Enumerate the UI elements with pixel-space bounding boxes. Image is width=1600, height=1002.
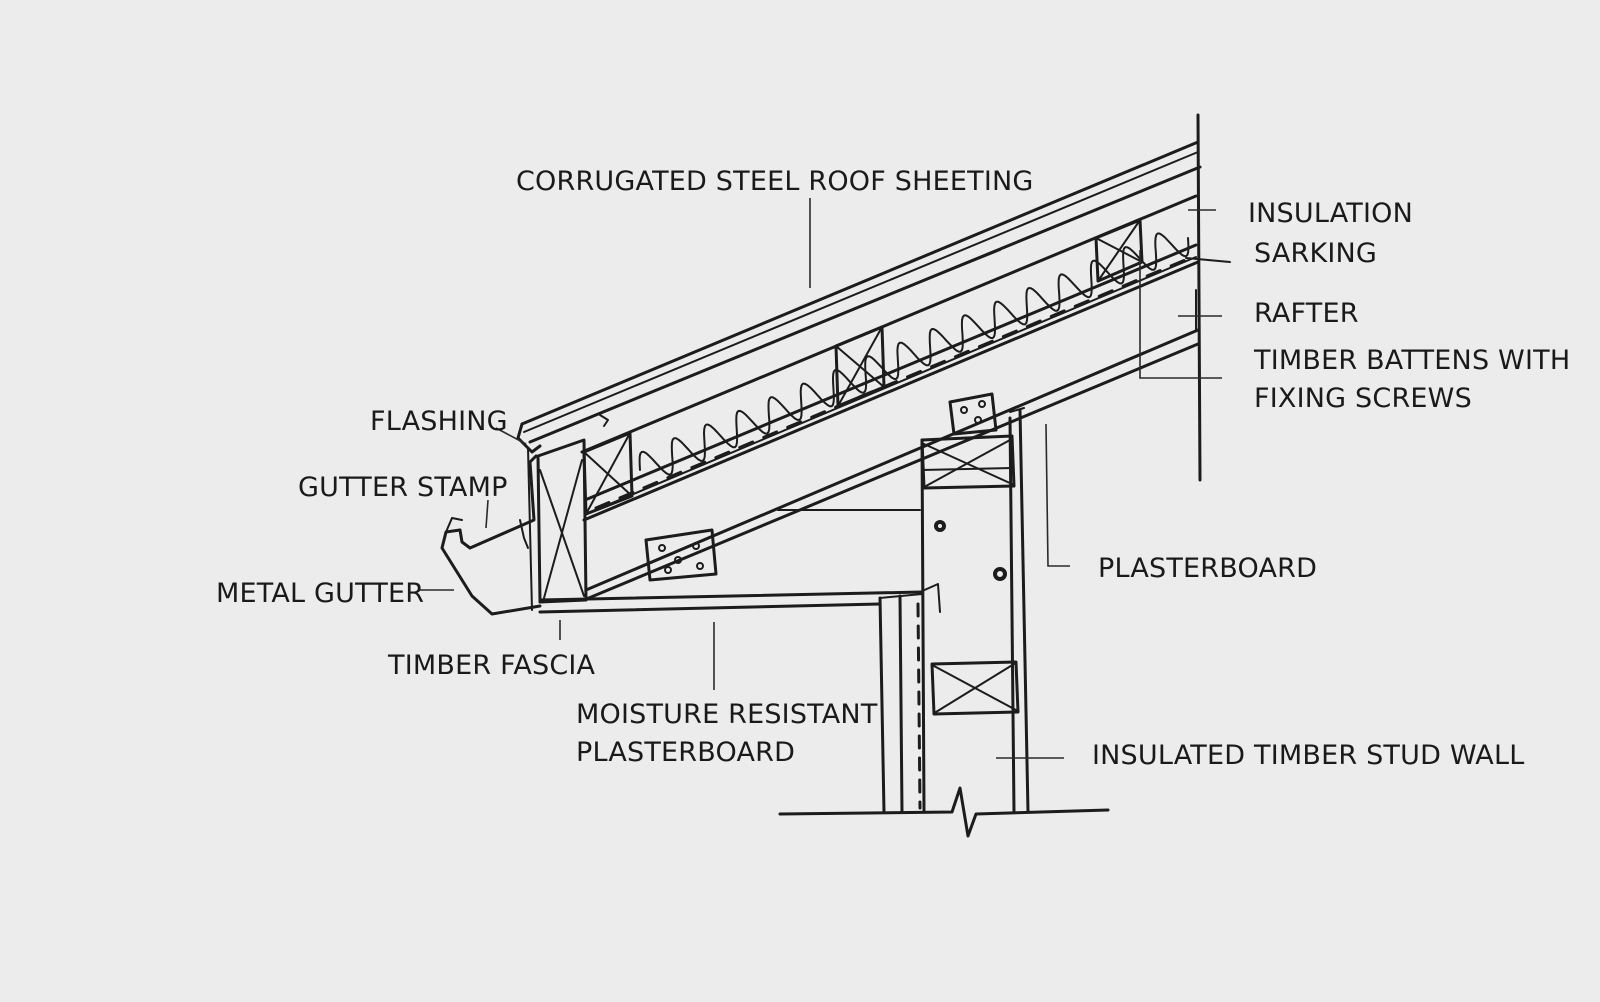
nail-plate-top — [948, 392, 998, 436]
label-flashing: FLASHING — [370, 406, 508, 437]
insulation-batts — [638, 232, 1190, 476]
timber-battens — [582, 218, 1144, 516]
label-insulation: INSULATION — [1248, 198, 1414, 229]
label-gutter-stamp: GUTTER STAMP — [298, 472, 508, 503]
flashing — [516, 422, 542, 454]
wall-top-plate — [920, 434, 1016, 490]
timber-fascia — [527, 438, 588, 611]
sarking-membrane — [594, 256, 1192, 510]
label-moisture-resistant-plasterboard: MOISTURE RESISTANT PLASTERBOARD — [576, 699, 878, 768]
label-metal-gutter: METAL GUTTER — [216, 578, 425, 609]
floor-line — [778, 786, 1110, 838]
label-stud-wall: INSULATED TIMBER STUD WALL — [1092, 740, 1525, 771]
label-rafter: RAFTER — [1254, 298, 1359, 329]
nail-plate-eave — [644, 528, 718, 582]
label-sarking: SARKING — [1254, 238, 1378, 269]
corrugated-roof-sheeting — [520, 140, 1202, 444]
label-roof-sheeting: CORRUGATED STEEL ROOF SHEETING — [516, 166, 1034, 197]
label-timber-fascia: TIMBER FASCIA — [388, 650, 596, 681]
timber-stud-wall — [920, 407, 1030, 814]
label-timber-battens: TIMBER BATTENS WITH FIXING SCREWS — [1254, 345, 1571, 414]
leader-lines — [420, 198, 1222, 759]
label-plasterboard: PLASTERBOARD — [1098, 553, 1318, 584]
metal-gutter — [440, 454, 542, 616]
batten-layer — [580, 194, 1200, 522]
rafter — [582, 257, 1231, 602]
inner-wall-lining — [878, 593, 923, 814]
soffit-lining — [538, 583, 941, 614]
ridge-line — [1196, 113, 1202, 482]
